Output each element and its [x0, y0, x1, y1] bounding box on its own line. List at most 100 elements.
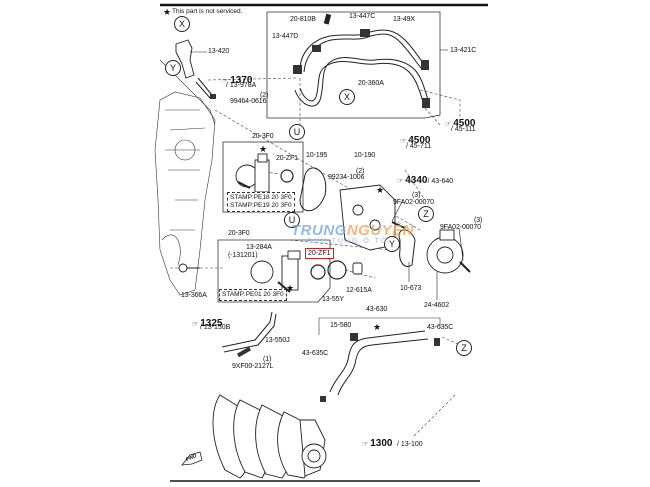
label-99464-qty: (2): [260, 92, 269, 99]
clamp-43-635C-right: [434, 338, 440, 346]
ref-1370-num: 1370: [230, 75, 253, 86]
hose-43-630-bracket: [318, 317, 441, 335]
hose-20-360A: [294, 57, 429, 107]
label-20-ZF1-upper: 20-ZF1: [276, 155, 298, 162]
ref-4500-b-sub: / 45-711: [406, 143, 432, 150]
stamp-pe19: STAMP:PE19 20 3F0: [230, 202, 292, 210]
bracket-13-420: [175, 39, 195, 79]
label-9XF00-2127L: 9XF00-2127L: [232, 363, 274, 370]
clamp-15-580: [350, 333, 358, 341]
book-icon: ☞: [192, 321, 201, 328]
book-icon: ☞: [400, 138, 409, 145]
ref-4340-num: 4340: [405, 175, 428, 186]
bolt-9XF00-2127L: [236, 346, 252, 358]
bolt-13-366A: [178, 263, 200, 273]
fwd-arrow-icon: [181, 451, 203, 466]
callout-u-mid: U: [284, 212, 300, 228]
part-20-3F0-lower: [250, 250, 301, 293]
book-icon: ☞: [445, 121, 454, 128]
label-43-635C-left: 43-635C: [302, 350, 329, 357]
ref-4500-a-sub: / 45-111: [451, 126, 476, 133]
pipe-13-550J: [221, 311, 277, 353]
callout-z-lower: Z: [456, 340, 472, 356]
housing-10-190: [339, 184, 396, 251]
star-icons: ★ ★ ★ ★ ★: [163, 7, 384, 332]
bolt-99464-0616: [195, 77, 213, 99]
connector-right: [421, 60, 429, 70]
hose-assembly-box: [266, 11, 441, 119]
ref-1370-sub: / 13-978A: [226, 82, 257, 89]
label-12-615A: 12-615A: [346, 287, 372, 294]
ref-4340-sub: / 43-640: [427, 178, 454, 185]
label-15-580: 15-580: [330, 322, 352, 329]
bolt-9FA02-right: [459, 261, 471, 273]
watermark-brand-a: TRUNG: [291, 222, 347, 239]
part-20-3F0-upper: [235, 153, 270, 193]
book-icon: ☞: [362, 441, 371, 448]
hose-43-630: [329, 330, 429, 396]
watermark-brand: TRUNGNGUYÊN: [291, 222, 414, 239]
label-13-284A: 13-284A: [246, 244, 272, 251]
ref-1300-sub: / 13-100: [396, 441, 423, 448]
star-icon-legend: ★: [163, 7, 171, 17]
gasket-10-673: [398, 229, 416, 267]
ref-1325-sub: / 13-150B: [200, 324, 231, 331]
stamp-pe18: STAMP:PE18 20 3F0: [230, 194, 292, 201]
callout-y-right: Y: [384, 236, 400, 252]
stamp-pe01: STAMP:PE01 20 3F0: [219, 289, 287, 302]
ref-4500-a[interactable]: ☞ 4500: [445, 114, 475, 130]
ref-1325[interactable]: ☞ 1325: [192, 314, 222, 330]
box-20-3F0-lower: [217, 239, 331, 303]
label-13-49X: 13-49X: [393, 16, 415, 23]
label-99234-1006: 99234-1006: [328, 174, 365, 181]
label-13-447D: 13-447D: [272, 33, 299, 40]
label-131201: (-131201): [228, 252, 258, 259]
ref-1300[interactable]: ☞ 1300 / 13-100: [362, 434, 423, 450]
label-9FA02-00070-left: 9FA02-00070: [393, 199, 434, 206]
ref-4500-b-num: 4500: [408, 135, 431, 146]
ref-1370[interactable]: ☞ 1370: [222, 71, 252, 87]
label-20-810B: 20-810B: [290, 16, 316, 23]
label-13-447C: 13-447C: [349, 13, 376, 20]
label-9FA02-00070-right: 9FA02-00070: [440, 224, 481, 231]
star-icon: ★: [286, 283, 294, 293]
label-13-55Y: 13-55Y: [322, 296, 344, 303]
label-10-190: 10-190: [354, 152, 376, 159]
clamp-13-447C: [360, 29, 370, 37]
stamp-upper: STAMP:PE18 20 3F0 STAMP:PE19 20 3F0: [227, 192, 295, 213]
engine-block: [154, 59, 216, 296]
callout-z-right: Z: [418, 206, 434, 222]
watermark-subtitle: PHỤ TÙNG Ô TÔ: [307, 238, 389, 245]
label-20-3F0-lower: 20-3F0: [228, 230, 250, 237]
label-9XF00-qty: (1): [263, 356, 272, 363]
label-10-195: 10-195: [306, 152, 328, 159]
label-13-420: 13-420: [208, 48, 230, 55]
star-icon: ★: [259, 144, 267, 154]
intake-manifold: [212, 394, 327, 479]
connector-lower-right: [422, 98, 430, 108]
clamp-20-810B: [323, 13, 332, 25]
bolt-9FA02-left: [391, 221, 406, 229]
label-10-673: 10-673: [400, 285, 422, 292]
label-43-635C-right: 43-635C: [427, 324, 454, 331]
label-99464-0616: 99464-0616: [230, 98, 267, 105]
star-icon: ★: [376, 185, 384, 195]
ref-1300-num: 1300: [370, 438, 393, 449]
callout-x-hose: X: [339, 89, 355, 105]
label-13-421C: 13-421C: [450, 47, 477, 54]
label-43-630: 43-630: [366, 306, 388, 313]
label-13-366A: 13-366A: [181, 292, 207, 299]
connector-left: [293, 65, 302, 74]
label-20-ZF1-highlighted: 20-ZF1: [305, 248, 334, 259]
o-ring-20-ZF1-upper: [280, 169, 294, 183]
housing-24-4602: [426, 229, 464, 274]
callout-y-left: Y: [165, 60, 181, 76]
ref-4340[interactable]: ☞ 4340/ 43-640: [397, 171, 453, 187]
legend-not-serviced: This part is not serviced.: [172, 8, 243, 15]
ref-4500-b[interactable]: ☞ 4500: [400, 131, 430, 147]
label-24-4602: 24-4602: [424, 302, 449, 309]
o-ring-20-ZF1-lower: [310, 264, 326, 280]
ref-1325-num: 1325: [200, 318, 223, 329]
gasket-10-195: [299, 167, 327, 212]
label-9FA02-qty-right: (3): [474, 217, 483, 224]
